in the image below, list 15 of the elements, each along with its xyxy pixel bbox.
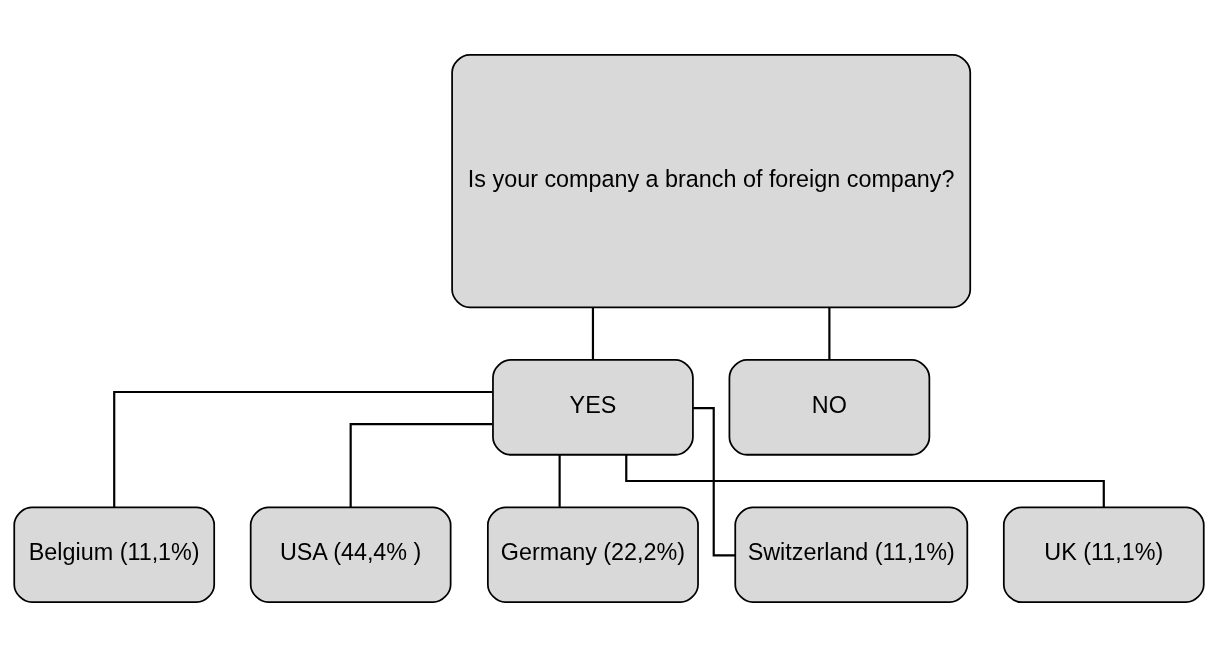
connector (349, 423, 493, 508)
connector (693, 406, 736, 557)
connector (591, 307, 595, 360)
node-box: USA (44,4% ) (249, 506, 452, 604)
node-box: Belgium (11,1%) (13, 506, 216, 604)
node-box: NO (728, 359, 931, 456)
node-box: Switzerland (11,1%) (734, 506, 969, 604)
connector (113, 390, 493, 508)
node-box: Is your company a branch of foreign company? (451, 53, 972, 309)
node-box: Germany (22,2%) (487, 506, 699, 604)
connector (558, 454, 561, 507)
node-box: YES (492, 359, 694, 456)
connector (828, 307, 831, 360)
node-box: UK (11,1%) (1002, 506, 1205, 604)
connector (625, 454, 1105, 508)
